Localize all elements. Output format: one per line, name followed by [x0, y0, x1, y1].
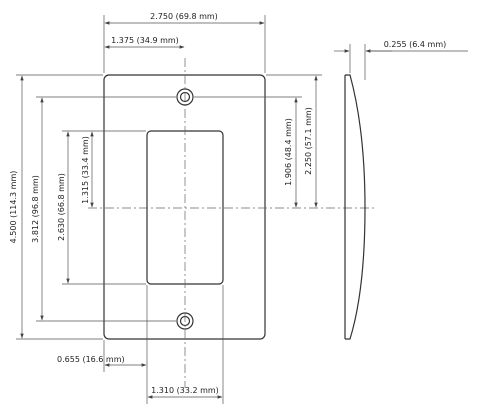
side-profile [345, 74, 366, 340]
dim-overall-height: 4.500 (114.3 mm) [9, 74, 103, 340]
dim-half-height-label: 2.250 (57.1 mm) [304, 107, 313, 175]
dim-hole-spacing: 3.812 (96.8 mm) [31, 96, 176, 322]
dim-hole-spacing-label: 3.812 (96.8 mm) [31, 175, 40, 243]
dim-overall-width-label: 2.750 (69.8 mm) [150, 12, 218, 21]
plate-outline [103, 74, 266, 340]
front-view [88, 58, 375, 388]
dim-hole-to-center: 1.906 (48.4 mm) [194, 96, 302, 208]
dim-half-width: 1.375 (34.9 mm) [104, 36, 185, 49]
dim-half-height: 2.250 (57.1 mm) [266, 74, 322, 208]
dim-opening-height-label: 2.630 (66.8 mm) [57, 173, 66, 241]
side-view: 0.255 (6.4 mm) [334, 40, 468, 340]
dim-opening-height: 2.630 (66.8 mm) [57, 130, 146, 285]
dim-hole-to-center-label: 1.906 (48.4 mm) [284, 118, 293, 186]
dim-opening-half-height-label: 1.315 (33.4 mm) [81, 136, 90, 204]
dim-overall-height-label: 4.500 (114.3 mm) [9, 171, 18, 244]
dim-thickness: 0.255 (6.4 mm) [384, 40, 447, 49]
dim-overall-width: 2.750 (69.8 mm) [103, 12, 266, 73]
dim-opening-left-offset: 0.655 (16.6 mm) [57, 285, 148, 372]
dim-opening-half-height: 1.315 (33.4 mm) [81, 131, 94, 208]
dim-opening-width: 1.310 (33.2 mm) [146, 285, 224, 404]
dim-opening-left-offset-label: 0.655 (16.6 mm) [57, 355, 125, 364]
dim-half-width-label: 1.375 (34.9 mm) [111, 36, 179, 45]
dim-opening-width-label: 1.310 (33.2 mm) [151, 386, 219, 395]
